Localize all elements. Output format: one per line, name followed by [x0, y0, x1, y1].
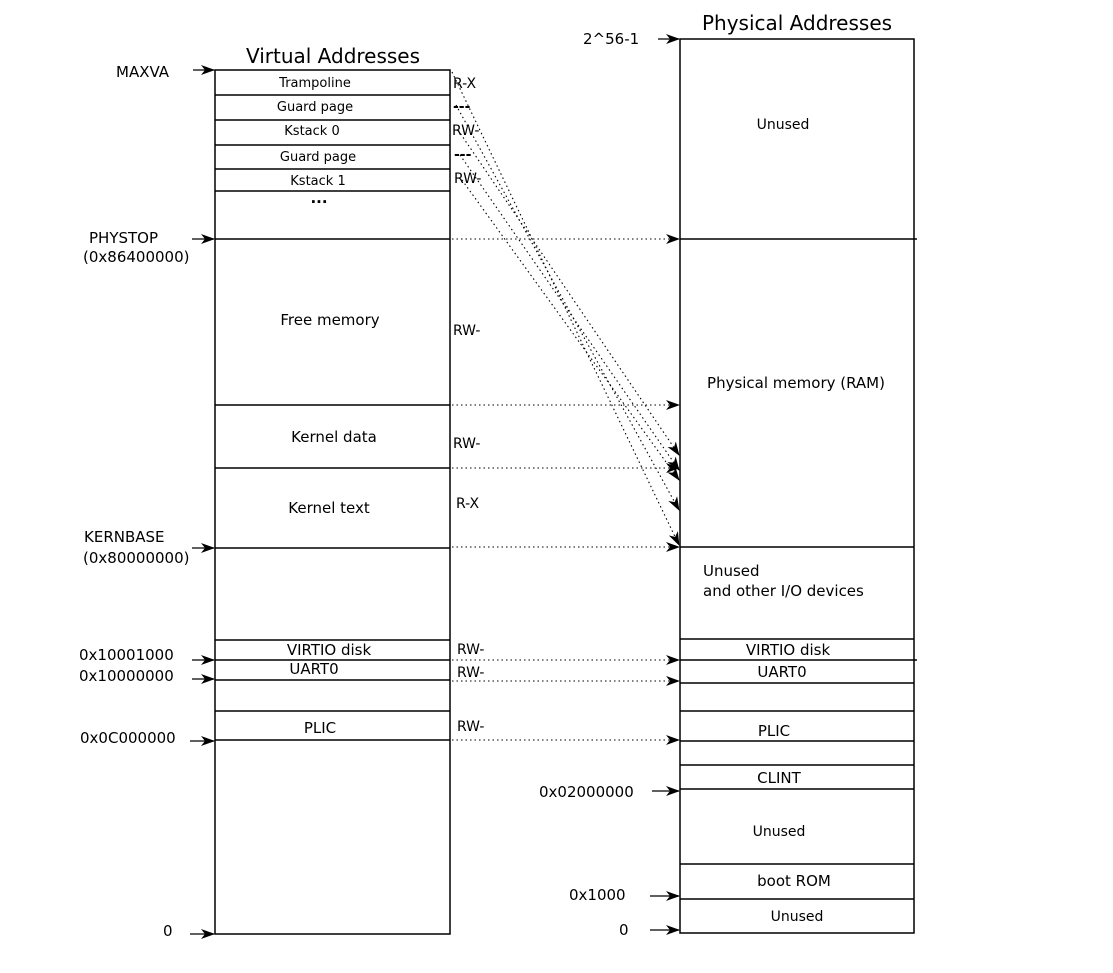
address-pointers: [190, 34, 680, 939]
virtual-region-kstack-0: Kstack 0: [284, 124, 340, 139]
address-plic: 0x0C000000: [80, 729, 176, 747]
permission-kstack-0: RW-: [452, 123, 480, 139]
virtual-addresses-title: Virtual Addresses: [245, 44, 421, 68]
virtual-region-kernel-data: Kernel data: [291, 428, 377, 446]
permission-guard-page: ---: [453, 99, 471, 115]
permission-virtio-disk: RW-: [457, 642, 485, 658]
mapping-arrow: [451, 71, 680, 546]
virtual-region-kernel-text: Kernel text: [288, 499, 370, 517]
address-kernbase: KERNBASE: [84, 528, 165, 546]
address-clint: 0x02000000: [539, 783, 634, 801]
address-virtio: 0x10001000: [79, 646, 174, 664]
physical-region-virtio-disk: VIRTIO disk: [745, 641, 831, 659]
virtual-region-trampoline: Trampoline: [279, 76, 351, 91]
physical-region-unused: Unused: [770, 909, 824, 925]
diagonal-mapping-arrows: [451, 71, 680, 546]
physical-region-plic: PLIC: [757, 722, 791, 740]
address-physical-top: 2^56-1: [583, 30, 640, 48]
permission-kernel-text: R-X: [456, 496, 480, 512]
virtual-column-box: [214, 69, 451, 935]
physical-region-boot-rom: boot ROM: [757, 872, 831, 890]
permission-guard-page: ---: [454, 147, 472, 163]
address-virtual-zero: 0: [163, 922, 173, 940]
address-uart: 0x10000000: [79, 667, 174, 685]
physical-region-ram: Physical memory (RAM): [707, 374, 885, 392]
physical-column-box: [679, 38, 915, 934]
permission-free-memory: RW-: [453, 323, 481, 339]
virtual-region-kstack-1: Kstack 1: [290, 174, 346, 189]
permission-kstack-1: RW-: [454, 171, 482, 187]
address-maxva: MAXVA: [116, 63, 170, 81]
physical-region-unused-io: Unused and other I/O devices: [703, 562, 864, 600]
virtual-region-virtio-disk: VIRTIO disk: [286, 641, 372, 659]
address-phystop: PHYSTOP: [89, 229, 159, 247]
mapping-arrows: [452, 234, 680, 745]
permission-trampoline: R-X: [453, 76, 477, 92]
mapping-arrow: [459, 154, 680, 471]
mapping-arrow: [461, 179, 680, 481]
permission-uart0: RW-: [457, 665, 485, 681]
address-physical-zero: 0: [619, 921, 629, 939]
physical-region-unused: Unused: [756, 117, 810, 133]
physical-column: [679, 38, 917, 934]
permission-kernel-data: RW-: [453, 436, 481, 452]
address-kernbase-hex: (0x80000000): [83, 549, 190, 567]
virtual-column: [214, 69, 451, 935]
mapping-arrow: [455, 104, 680, 511]
virtual-region-ellipsis: ...: [310, 189, 328, 207]
virtual-region-free-memory: Free memory: [280, 311, 380, 329]
address-phystop-hex: (0x86400000): [83, 248, 190, 266]
virtual-region-guard-page: Guard page: [279, 150, 357, 165]
physical-region-uart0: UART0: [757, 663, 807, 681]
virtual-region-guard-page: Guard page: [276, 100, 354, 115]
permission-plic: RW-: [457, 719, 485, 735]
address-boot: 0x1000: [569, 886, 626, 904]
physical-addresses-title: Physical Addresses: [701, 11, 893, 35]
physical-region-unused: Unused: [752, 824, 806, 840]
physical-region-clint: CLINT: [757, 769, 801, 787]
virtual-region-plic: PLIC: [303, 719, 337, 737]
mapping-arrow: [457, 129, 680, 456]
virtual-region-uart0: UART0: [289, 660, 339, 678]
